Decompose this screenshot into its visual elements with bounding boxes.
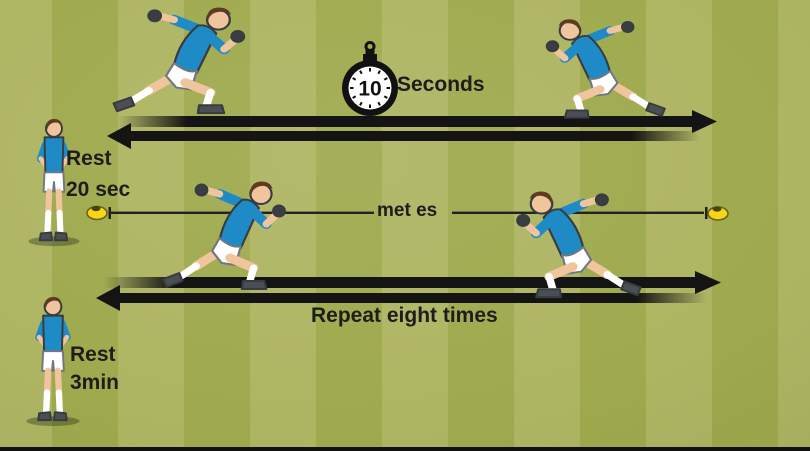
- cone-marker-right-icon: [707, 206, 729, 221]
- cone-marker-left-icon: [86, 205, 108, 221]
- rest-bottom-label: Rest 3min: [70, 344, 119, 393]
- bottom-arrow-left: [96, 285, 707, 311]
- distance-label: met es: [377, 200, 438, 221]
- bottom-border: [0, 447, 810, 451]
- stopwatch-icon: 10: [342, 41, 398, 116]
- distance-line-right-segment: [452, 211, 704, 214]
- top-arrow-left: [107, 123, 700, 149]
- rest-bottom-line2: 3min: [70, 371, 120, 394]
- rest-bottom-line1: Rest: [70, 343, 116, 366]
- top-shuttle-arrows: [107, 110, 717, 149]
- sprinter-top-left-icon: [108, 4, 256, 122]
- top-arrow-right: [118, 110, 717, 133]
- rest-top-line1: Rest: [66, 147, 112, 170]
- repeat-label: Repeat eight times: [311, 304, 498, 327]
- bottom-arrow-right: [103, 271, 721, 294]
- bottom-shuttle-arrows: [96, 271, 721, 311]
- rest-top-line2: 20 sec: [66, 178, 131, 201]
- seconds-label: Seconds: [397, 73, 485, 96]
- line-end-tick-left: [108, 207, 111, 219]
- sprinter-mid-left-icon: [158, 178, 296, 298]
- line-end-tick-right: [705, 207, 708, 219]
- sprinter-top-right-icon: [536, 16, 670, 126]
- sprinter-mid-right-icon: [506, 188, 646, 306]
- timer-value: 10: [358, 78, 381, 101]
- rest-top-label: Rest 20 sec: [66, 148, 130, 200]
